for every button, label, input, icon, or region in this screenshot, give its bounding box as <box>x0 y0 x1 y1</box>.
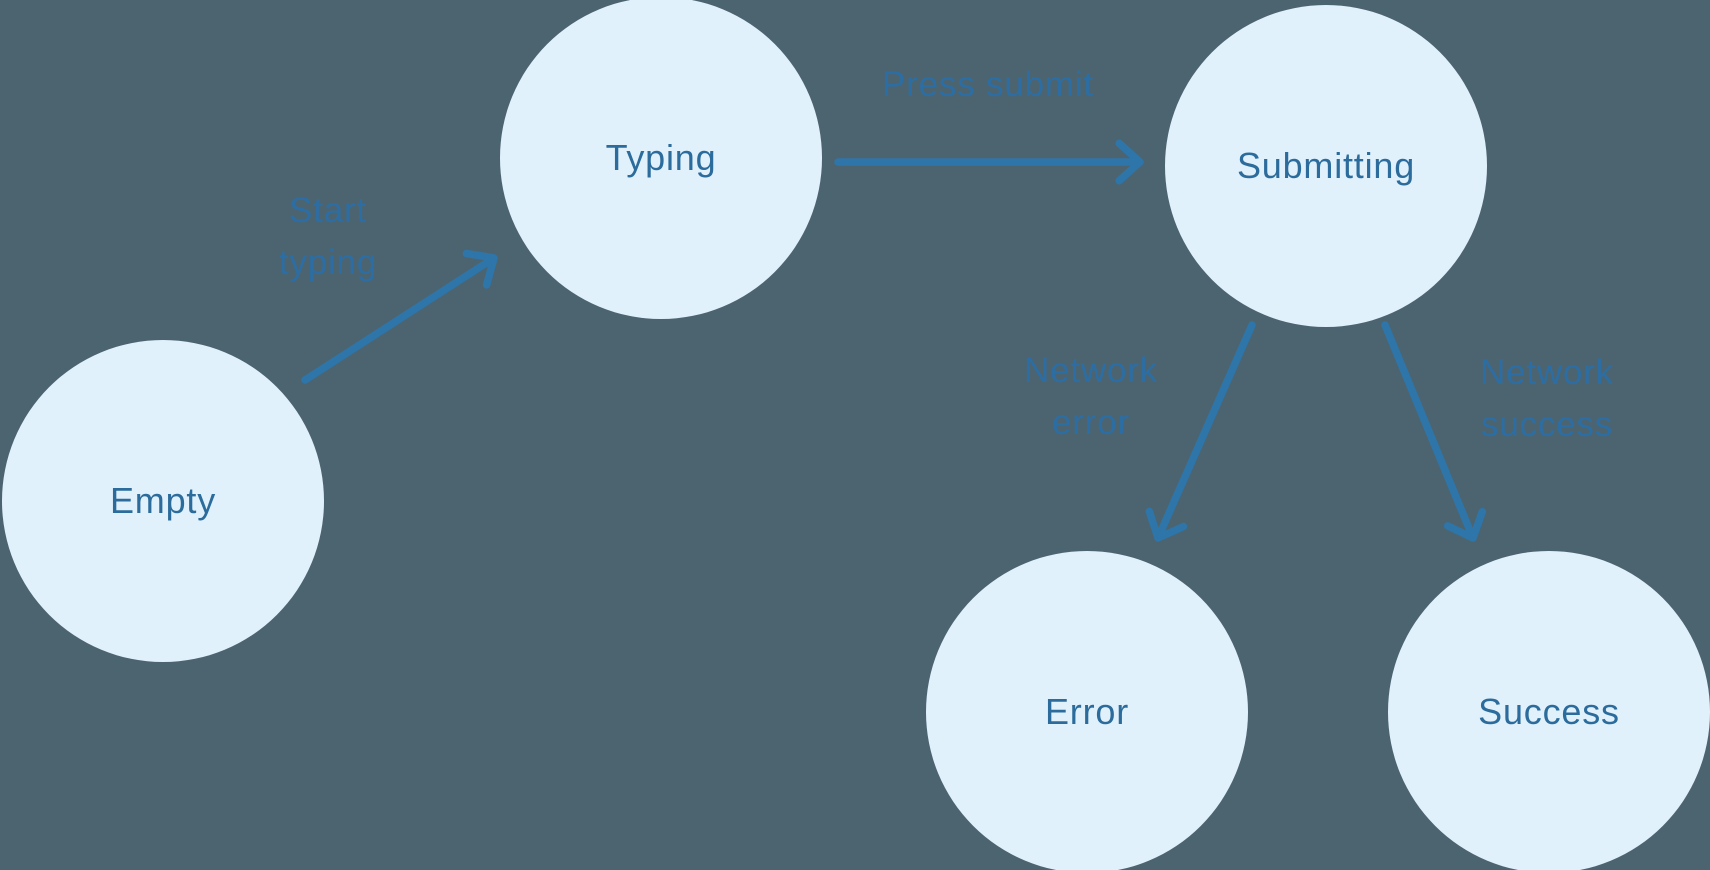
edge-label-press-submit: Press submit <box>882 65 1094 104</box>
state-node-success-label: Success <box>1478 691 1620 732</box>
edge-label-network-success: Network success <box>1480 353 1614 444</box>
state-node-typing: Typing <box>500 0 822 319</box>
state-node-typing-label: Typing <box>605 137 717 178</box>
arrow-empty-to-typing <box>301 249 498 384</box>
state-node-empty-label: Empty <box>109 480 217 521</box>
edge-label-network-error: Network error <box>1024 351 1158 442</box>
edge-label-start-typing: Start typing <box>278 191 378 282</box>
state-node-success: Success <box>1388 551 1710 870</box>
arrow-typing-to-submitting <box>834 139 1144 185</box>
state-node-error: Error <box>926 551 1248 870</box>
state-node-empty: Empty <box>2 340 324 662</box>
state-node-submitting-label: Submitting <box>1236 145 1416 186</box>
arrow-submitting-to-success <box>1381 321 1487 542</box>
state-node-submitting: Submitting <box>1165 5 1487 327</box>
state-node-error-label: Error <box>1045 691 1129 732</box>
arrow-submitting-to-error <box>1145 321 1256 542</box>
